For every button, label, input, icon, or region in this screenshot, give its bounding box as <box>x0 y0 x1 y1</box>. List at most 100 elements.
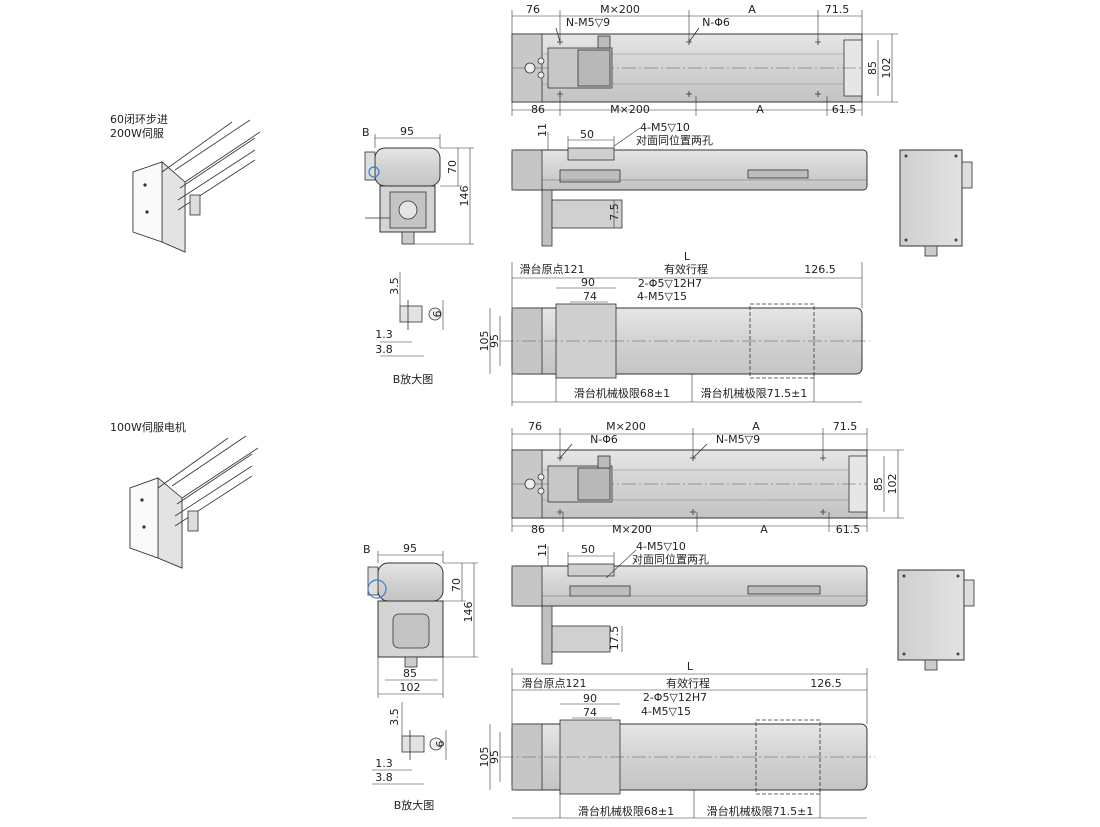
end-view-1: B 95 70 146 <box>362 125 474 245</box>
detail-caption-2: B放大图 <box>394 798 435 812</box>
iso-sketch-2 <box>129 435 259 569</box>
front-105-2: 105 <box>478 747 491 768</box>
detail-35-2: 3.5 <box>388 708 401 726</box>
top-dim-2-a: A <box>752 420 760 433</box>
side-tap-1: 4-M5▽10 <box>640 121 690 134</box>
front-lim1-1: 滑台机械极限68±1 <box>574 386 670 400</box>
end-h146-2: 146 <box>462 602 475 623</box>
bottom-dim-2-615: 61.5 <box>836 523 861 536</box>
section-1: 76 M×200 A 71.5 N-M5▽9 N-Φ6 86 M×200 A 6… <box>132 3 973 406</box>
front-90-2: 90 <box>583 692 597 705</box>
end-w95-2: 95 <box>403 542 417 555</box>
front-view-2: L 滑台原点121 有效行程 126.5 90 2-Φ5▽12H7 74 4-M… <box>478 660 875 819</box>
right-end-view-1 <box>899 149 973 257</box>
front-lim1-2: 滑台机械极限68±1 <box>578 804 674 818</box>
front-95-2: 95 <box>488 750 501 764</box>
front-stroke-2: 有效行程 <box>666 676 710 690</box>
front-105-1: 105 <box>478 331 491 352</box>
end-b-label-2: B <box>363 543 371 556</box>
side-note-2: 对面同位置两孔 <box>632 552 709 566</box>
front-L-1: L <box>684 250 691 263</box>
top-dim-2-715: 71.5 <box>833 420 858 433</box>
front-view-1: L 滑台原点121 有效行程 126.5 90 2-Φ5▽12H7 74 4-M… <box>478 250 870 406</box>
detail-6-1: 6 <box>431 311 444 318</box>
top-dim-1-a: A <box>748 3 756 16</box>
top-h-102-2: 102 <box>886 474 899 495</box>
top-tap-label-2: N-M5▽9 <box>716 433 760 446</box>
top-dim-1-715: 71.5 <box>825 3 850 16</box>
detail-13-1: 1.3 <box>375 328 393 341</box>
detail-38-2: 3.8 <box>375 771 393 784</box>
bottom-dim-1-m200: M×200 <box>610 103 650 116</box>
top-dim-2-76: 76 <box>528 420 542 433</box>
front-lim2-1: 滑台机械极限71.5±1 <box>701 386 808 400</box>
front-origin-1: 滑台原点121 <box>520 262 585 276</box>
front-L-2: L <box>687 660 694 673</box>
top-tap-label-1: N-M5▽9 <box>566 16 610 29</box>
side-view-2: 11 50 4-M5▽10 对面同位置两孔 17.5 <box>511 540 868 665</box>
front-pin-1: 2-Φ5▽12H7 <box>638 277 702 290</box>
end-h70-1: 70 <box>446 160 459 174</box>
top-dim-2-m200: M×200 <box>606 420 646 433</box>
section-1-title-line-2: 200W伺服 <box>110 127 164 140</box>
end-w102-2: 102 <box>400 681 421 694</box>
side-d75-1: 7.5 <box>608 203 621 221</box>
end-b-label-1: B <box>362 126 370 139</box>
front-tap-1: 4-M5▽15 <box>637 290 687 303</box>
bottom-dim-2-m200: M×200 <box>612 523 652 536</box>
front-74-1: 74 <box>583 290 597 303</box>
side-d11-1: 11 <box>536 123 549 137</box>
front-lim2-2: 滑台机械极限71.5±1 <box>707 804 814 818</box>
end-h70-2: 70 <box>450 578 463 592</box>
side-tap-2: 4-M5▽10 <box>636 540 686 553</box>
end-w95-1: 95 <box>400 125 414 138</box>
top-dim-1-76: 76 <box>526 3 540 16</box>
front-1265-1: 126.5 <box>804 263 836 276</box>
front-pin-2: 2-Φ5▽12H7 <box>643 691 707 704</box>
bottom-dim-2-a: A <box>760 523 768 536</box>
top-hole-label-2: N-Φ6 <box>590 433 618 446</box>
bottom-dim-1-615: 61.5 <box>832 103 857 116</box>
top-dim-1-m200: M×200 <box>600 3 640 16</box>
bottom-dim-1-86: 86 <box>531 103 545 116</box>
end-w85-2: 85 <box>403 667 417 680</box>
top-h-85-1: 85 <box>866 61 879 75</box>
top-h-102-1: 102 <box>880 58 893 79</box>
detail-b-2: 3.5 6 1.3 3.8 B放大图 <box>372 702 447 812</box>
side-d175-2: 17.5 <box>608 626 621 651</box>
detail-b-highlight-2 <box>367 579 387 599</box>
side-note-1: 对面同位置两孔 <box>636 133 713 147</box>
bottom-dim-1-a: A <box>756 103 764 116</box>
top-hole-label-1: N-Φ6 <box>702 16 730 29</box>
front-stroke-1: 有效行程 <box>664 262 708 276</box>
iso-sketch-1 <box>132 119 261 253</box>
detail-6-2: 6 <box>434 741 447 748</box>
detail-13-2: 1.3 <box>375 757 393 770</box>
end-h146-1: 146 <box>458 186 471 207</box>
front-90-1: 90 <box>581 276 595 289</box>
side-d11-2: 11 <box>536 543 549 557</box>
front-74-2: 74 <box>583 706 597 719</box>
front-1265-2: 126.5 <box>810 677 842 690</box>
end-view-2: B 95 70 146 85 102 <box>363 542 478 698</box>
bottom-dim-2-86: 86 <box>531 523 545 536</box>
section-2-title: 100W伺服电机 <box>110 421 186 434</box>
detail-35-1: 3.5 <box>388 277 401 295</box>
side-d50-2: 50 <box>581 543 595 556</box>
detail-38-1: 3.8 <box>375 343 393 356</box>
section-1-title-line-1: 60闭环步进 <box>110 113 168 126</box>
top-view-1: 76 M×200 A 71.5 N-M5▽9 N-Φ6 86 M×200 A 6… <box>511 3 898 116</box>
section-2: 76 M×200 A 71.5 N-Φ6 N-M5▽9 86 M×200 A 6… <box>129 420 975 819</box>
detail-b-1: 3.5 6 1.3 3.8 B放大图 <box>375 272 444 386</box>
right-end-view-2 <box>897 569 975 671</box>
top-view-2: 76 M×200 A 71.5 N-Φ6 N-M5▽9 86 M×200 A 6… <box>511 420 904 536</box>
detail-b-highlight-1 <box>368 166 380 178</box>
detail-caption-1: B放大图 <box>393 372 434 386</box>
front-95-1: 95 <box>488 334 501 348</box>
side-d50-1: 50 <box>580 128 594 141</box>
top-h-85-2: 85 <box>872 477 885 491</box>
front-tap-2: 4-M5▽15 <box>641 705 691 718</box>
side-view-1: 11 50 4-M5▽10 对面同位置两孔 7.5 <box>511 121 868 247</box>
front-origin-2: 滑台原点121 <box>522 676 587 690</box>
